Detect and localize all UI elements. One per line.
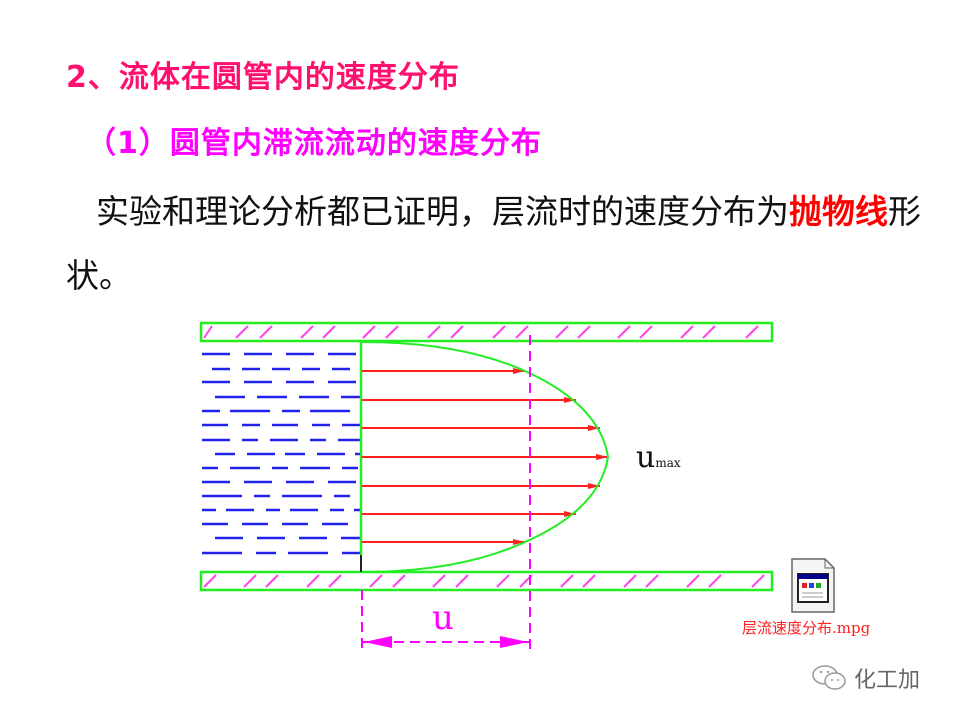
umax-label: umax	[636, 440, 681, 475]
velocity-arrows	[362, 368, 608, 545]
fluid-dashes	[202, 352, 360, 555]
wechat-icon	[812, 665, 846, 690]
slide-heading: 2、流体在圆管内的速度分布	[66, 60, 460, 95]
umax-main: u	[636, 440, 656, 475]
watermark-text: 化工加	[854, 668, 921, 693]
slide-subheading: （1）圆管内滞流流动的速度分布	[86, 126, 542, 161]
top-pipe-wall	[199, 321, 774, 343]
video-file-icon[interactable]	[791, 558, 835, 613]
paragraph-highlight: 抛物线	[789, 192, 888, 231]
paragraph-text: 实验和理论分析都已证明，层流时的速度分布为	[96, 192, 789, 231]
watermark: 化工加	[812, 662, 920, 694]
slide-paragraph: 实验和理论分析都已证明，层流时的速度分布为抛物线形状。	[66, 180, 926, 308]
paragraph-tail: 形状。	[66, 192, 921, 295]
bottom-pipe-wall	[199, 570, 774, 592]
attachment-filename[interactable]: 层流速度分布.mpg	[742, 619, 871, 637]
umax-sub: max	[655, 456, 681, 470]
parabola-curve	[361, 341, 610, 573]
u-label: u	[432, 598, 454, 638]
u-dimension	[361, 335, 531, 650]
